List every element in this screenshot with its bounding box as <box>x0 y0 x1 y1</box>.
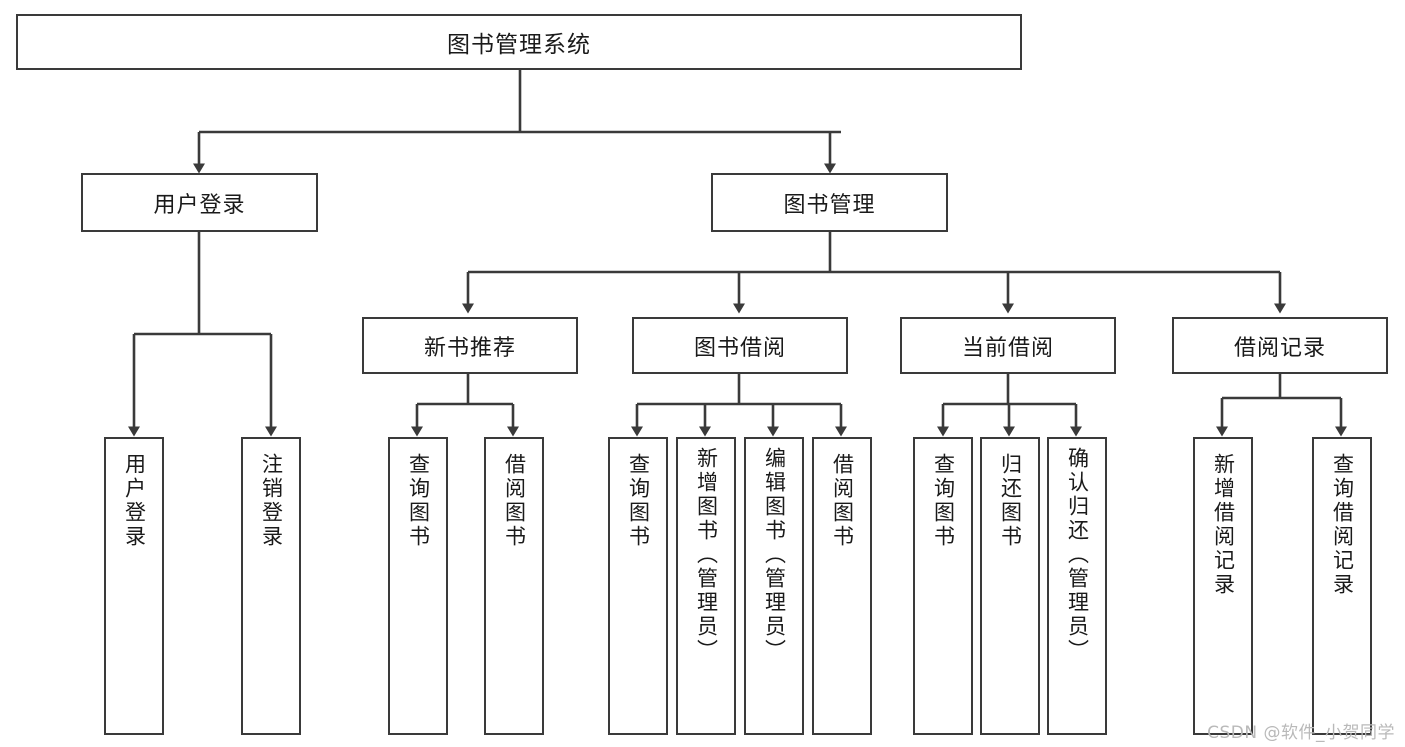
node-leaf-query-book-2-label: 查询图书 <box>626 453 651 549</box>
node-leaf-logout-label: 注销登录 <box>259 453 284 549</box>
node-leaf-logout[interactable]: 注销登录 <box>241 437 301 735</box>
node-leaf-query-record[interactable]: 查询借阅记录 <box>1312 437 1372 735</box>
node-leaf-edit-book-label: 编辑图书（管理员） <box>762 447 787 663</box>
node-leaf-return-book-label: 归还图书 <box>998 453 1023 549</box>
node-leaf-user-login-label: 用户登录 <box>122 453 147 549</box>
node-leaf-add-book[interactable]: 新增图书（管理员） <box>676 437 736 735</box>
node-leaf-add-record[interactable]: 新增借阅记录 <box>1193 437 1253 735</box>
node-book-borrow[interactable]: 图书借阅 <box>632 317 848 374</box>
node-root-label: 图书管理系统 <box>447 32 591 58</box>
node-borrow-record-label: 借阅记录 <box>1233 335 1326 361</box>
node-leaf-edit-book[interactable]: 编辑图书（管理员） <box>744 437 804 735</box>
node-borrow-record[interactable]: 借阅记录 <box>1172 317 1388 374</box>
node-leaf-confirm-return-label: 确认归还（管理员） <box>1065 447 1090 663</box>
node-leaf-query-book-3[interactable]: 查询图书 <box>913 437 973 735</box>
node-user-login-label: 用户登录 <box>153 192 246 218</box>
node-current-borrow[interactable]: 当前借阅 <box>900 317 1116 374</box>
node-leaf-return-book[interactable]: 归还图书 <box>980 437 1040 735</box>
node-leaf-user-login[interactable]: 用户登录 <box>104 437 164 735</box>
node-leaf-query-book-1[interactable]: 查询图书 <box>388 437 448 735</box>
csdn-watermark: CSDN @软件_小贺同学 <box>1207 723 1395 743</box>
node-leaf-add-book-label: 新增图书（管理员） <box>694 447 719 663</box>
node-current-borrow-label: 当前借阅 <box>961 335 1054 361</box>
node-leaf-confirm-return[interactable]: 确认归还（管理员） <box>1047 437 1107 735</box>
node-leaf-query-record-label: 查询借阅记录 <box>1330 453 1355 597</box>
node-leaf-borrow-book-2[interactable]: 借阅图书 <box>812 437 872 735</box>
node-leaf-borrow-book-1[interactable]: 借阅图书 <box>484 437 544 735</box>
node-leaf-borrow-book-2-label: 借阅图书 <box>830 453 855 549</box>
node-book-manage-label: 图书管理 <box>783 192 876 218</box>
node-leaf-query-book-2[interactable]: 查询图书 <box>608 437 668 735</box>
node-book-borrow-label: 图书借阅 <box>693 335 786 361</box>
node-leaf-borrow-book-1-label: 借阅图书 <box>502 453 527 549</box>
node-new-book-recommend-label: 新书推荐 <box>423 335 516 361</box>
node-new-book-recommend[interactable]: 新书推荐 <box>362 317 578 374</box>
node-book-manage[interactable]: 图书管理 <box>711 173 948 232</box>
node-root[interactable]: 图书管理系统 <box>16 14 1022 70</box>
node-leaf-query-book-1-label: 查询图书 <box>406 453 431 549</box>
node-leaf-query-book-3-label: 查询图书 <box>931 453 956 549</box>
node-user-login[interactable]: 用户登录 <box>81 173 318 232</box>
node-leaf-add-record-label: 新增借阅记录 <box>1211 453 1236 597</box>
